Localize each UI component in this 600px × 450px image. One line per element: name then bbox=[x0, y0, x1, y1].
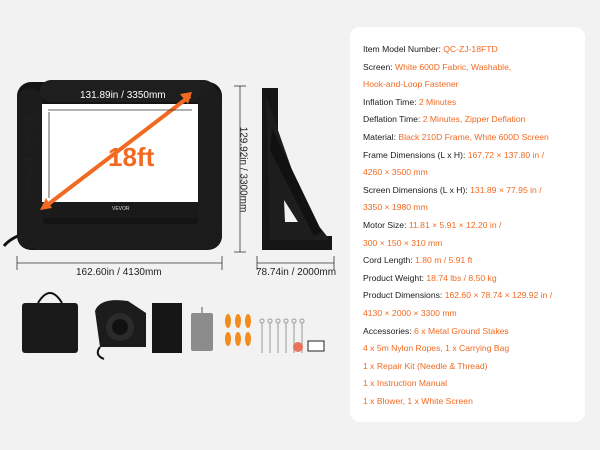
top-width-label: 131.89in / 3350mm bbox=[80, 90, 166, 101]
spec-value: 162.60 × 78.74 × 129.92 in / bbox=[444, 290, 553, 301]
spec-row: 300 × 150 × 310 mm bbox=[363, 235, 585, 253]
spec-row: Item Model Number: QC-ZJ-18FTD bbox=[363, 41, 585, 59]
spec-label: Frame Dimensions (L x H): bbox=[363, 149, 468, 160]
spec-value: 4 x 5m Nylon Ropes, 1 x Carrying Bag bbox=[363, 343, 510, 354]
spec-value: 300 × 150 × 310 mm bbox=[363, 237, 443, 248]
spec-value: White 600D Fabric, Washable, bbox=[395, 61, 512, 72]
spec-value: 18.74 lbs / 8.50 kg bbox=[426, 272, 497, 283]
brand-logo-text: VEVOR bbox=[112, 206, 130, 212]
spec-value: 3350 × 1980 mm bbox=[363, 202, 428, 213]
spec-row: 1 x Instruction Manual bbox=[363, 375, 585, 393]
spec-row: Screen Dimensions (L x H): 131.89 × 77.9… bbox=[363, 182, 585, 200]
spec-row: Frame Dimensions (L x H): 167.72 × 137.8… bbox=[363, 147, 585, 165]
spec-label: Material: bbox=[363, 131, 399, 142]
spec-row: Motor Size: 11.81 × 5.91 × 12.20 in / bbox=[363, 217, 585, 235]
spec-row: Screen: White 600D Fabric, Washable, bbox=[363, 59, 585, 77]
spec-row: Accessories: 6 x Metal Ground Stakes bbox=[363, 323, 585, 341]
mesh-bag bbox=[191, 307, 213, 351]
bottom-width-label: 162.60in / 4130mm bbox=[76, 267, 162, 278]
depth-label: 78.74in / 2000mm bbox=[256, 267, 337, 278]
spec-value: 4130 × 2000 × 3300 mm bbox=[363, 307, 457, 318]
nylon-ropes bbox=[225, 314, 251, 346]
spec-value: 1 x Blower, 1 x White Screen bbox=[363, 395, 473, 406]
carrying-bag bbox=[22, 292, 78, 353]
spec-label: Screen Dimensions (L x H): bbox=[363, 184, 471, 195]
spec-row: 3350 × 1980 mm bbox=[363, 199, 585, 217]
spec-label: Motor Size: bbox=[363, 219, 409, 230]
spec-label: Product Dimensions: bbox=[363, 290, 445, 301]
left-height-label: 77.95in / 1980mm bbox=[22, 115, 34, 196]
spec-value: 131.89 × 77.95 in / bbox=[470, 184, 542, 195]
spec-value: 4260 × 3500 mm bbox=[363, 167, 428, 178]
side-height-label: 129.92in / 3300mm bbox=[237, 126, 249, 213]
spec-label: Deflation Time: bbox=[363, 114, 423, 125]
instruction-manual bbox=[307, 340, 325, 352]
repair-kit bbox=[293, 342, 303, 352]
spec-row: 4260 × 3500 mm bbox=[363, 164, 585, 182]
blower bbox=[95, 300, 146, 360]
screen-size-label: 18ft bbox=[108, 142, 155, 172]
spec-row: Material: Black 210D Frame, White 600D S… bbox=[363, 129, 585, 147]
spec-value: 2 Minutes bbox=[418, 96, 457, 107]
folded-screen bbox=[152, 303, 182, 353]
spec-row: Inflation Time: 2 Minutes bbox=[363, 94, 585, 112]
spec-label: Item Model Number: bbox=[363, 44, 444, 54]
spec-label: Inflation Time: bbox=[363, 96, 419, 107]
spec-label: Product Weight: bbox=[363, 272, 427, 283]
spec-value: 1 x Repair Kit (Needle & Thread) bbox=[363, 360, 488, 371]
spec-label: Screen: bbox=[363, 61, 396, 72]
inflatable-screen-front-view bbox=[2, 80, 335, 270]
spec-value: Hook-and-Loop Fastener bbox=[363, 79, 459, 90]
spec-row: Deflation Time: 2 Minutes, Zipper Deflat… bbox=[363, 111, 585, 129]
spec-label: Accessories: bbox=[363, 325, 415, 336]
spec-row: Cord Length: 1.80 m / 5.91 ft bbox=[363, 252, 585, 270]
spec-row: 4130 × 2000 × 3300 mm bbox=[363, 305, 585, 323]
product-illustration: 131.89in / 3350mm 77.95in / 1980mm 18ft … bbox=[2, 80, 337, 360]
spec-value: 2 Minutes, Zipper Deflation bbox=[422, 114, 526, 125]
spec-value: QC-ZJ-18FTD bbox=[443, 44, 498, 54]
spec-value: 1.80 m / 5.91 ft bbox=[415, 255, 473, 266]
spec-value: 1 x Instruction Manual bbox=[363, 378, 448, 389]
spec-value: Black 210D Frame, White 600D Screen bbox=[398, 131, 549, 142]
spec-row: Hook-and-Loop Fastener bbox=[363, 76, 585, 94]
spec-row: 1 x Blower, 1 x White Screen bbox=[363, 393, 585, 411]
spec-row: Product Dimensions: 162.60 × 78.74 × 129… bbox=[363, 287, 585, 305]
spec-value: 11.81 × 5.91 × 12.20 in / bbox=[408, 219, 502, 230]
spec-value: 6 x Metal Ground Stakes bbox=[414, 325, 509, 336]
spec-row: Product Weight: 18.74 lbs / 8.50 kg bbox=[363, 270, 585, 288]
spec-row: 1 x Repair Kit (Needle & Thread) bbox=[363, 358, 585, 376]
accessories-illustration bbox=[22, 292, 325, 360]
spec-row: 4 x 5m Nylon Ropes, 1 x Carrying Bag bbox=[363, 340, 585, 358]
spec-label: Cord Length: bbox=[363, 255, 416, 266]
spec-value: 167.72 × 137.80 in / bbox=[467, 149, 544, 160]
